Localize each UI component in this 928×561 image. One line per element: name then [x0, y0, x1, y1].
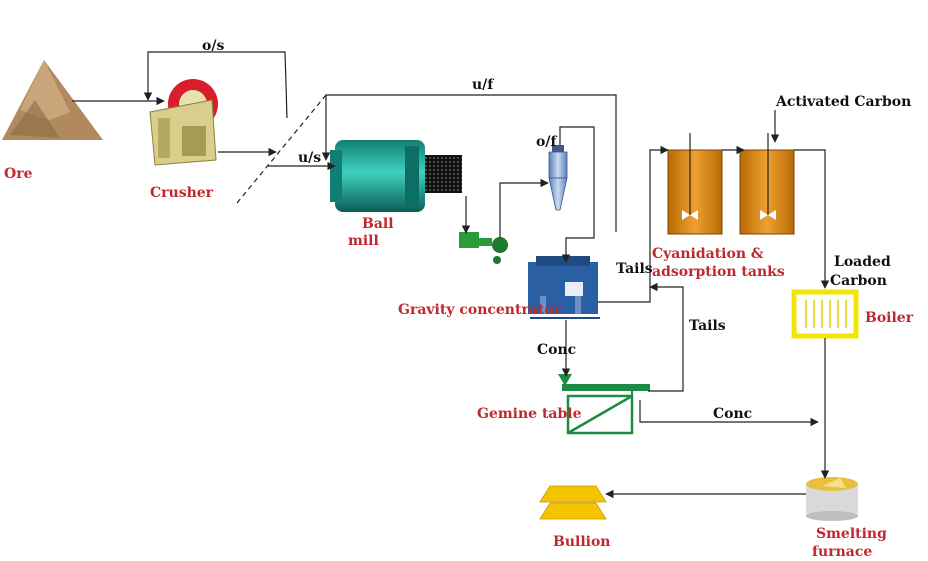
furnace-label: furnace [812, 544, 872, 560]
us-label: u/s [298, 150, 321, 166]
of-label: o/f [536, 134, 557, 150]
pump-icon [459, 232, 508, 264]
tails-label-left: Tails [616, 261, 653, 277]
boiler-label: Boiler [865, 310, 914, 326]
gravity-concentrator-label: Gravity concentrator [398, 302, 562, 318]
ball-mill-icon [330, 140, 462, 212]
activated-carbon-label: Activated Carbon [775, 94, 911, 110]
uf-label: u/f [472, 77, 494, 93]
conc-label-top: Conc [537, 342, 576, 358]
screen-line [236, 94, 327, 204]
boiler-icon [791, 289, 859, 339]
cyanidation-label-line1: Cyanidation & [652, 246, 764, 262]
flow-lines [72, 51, 830, 499]
smelting-label: Smelting [816, 526, 887, 542]
tails-label-right: Tails [689, 318, 726, 334]
ball-label: Ball [362, 216, 394, 232]
smelting-furnace-icon [806, 477, 858, 521]
bullion-label: Bullion [553, 534, 610, 550]
ore-label: Ore [4, 166, 33, 182]
cyanidation-tank-2-icon [739, 133, 795, 235]
gemine-table-label: Gemine table [477, 406, 582, 422]
crusher-label: Crusher [150, 185, 214, 201]
mill-label: mill [348, 233, 379, 249]
gravity-concentrator-icon [528, 256, 600, 319]
crusher-icon [149, 79, 218, 166]
cyanidation-tank-1-icon [667, 133, 723, 235]
carbon-label: Carbon [830, 273, 887, 289]
ore-pile-icon [2, 60, 103, 140]
loaded-label: Loaded [834, 254, 891, 270]
cyanidation-label-line2: adsorption tanks [652, 264, 785, 280]
conc-label-bottom: Conc [713, 406, 752, 422]
gemine-table-icon [558, 374, 650, 435]
hydrocyclone-icon [548, 145, 568, 211]
bullion-icon [539, 485, 607, 520]
os-label: o/s [202, 38, 224, 54]
